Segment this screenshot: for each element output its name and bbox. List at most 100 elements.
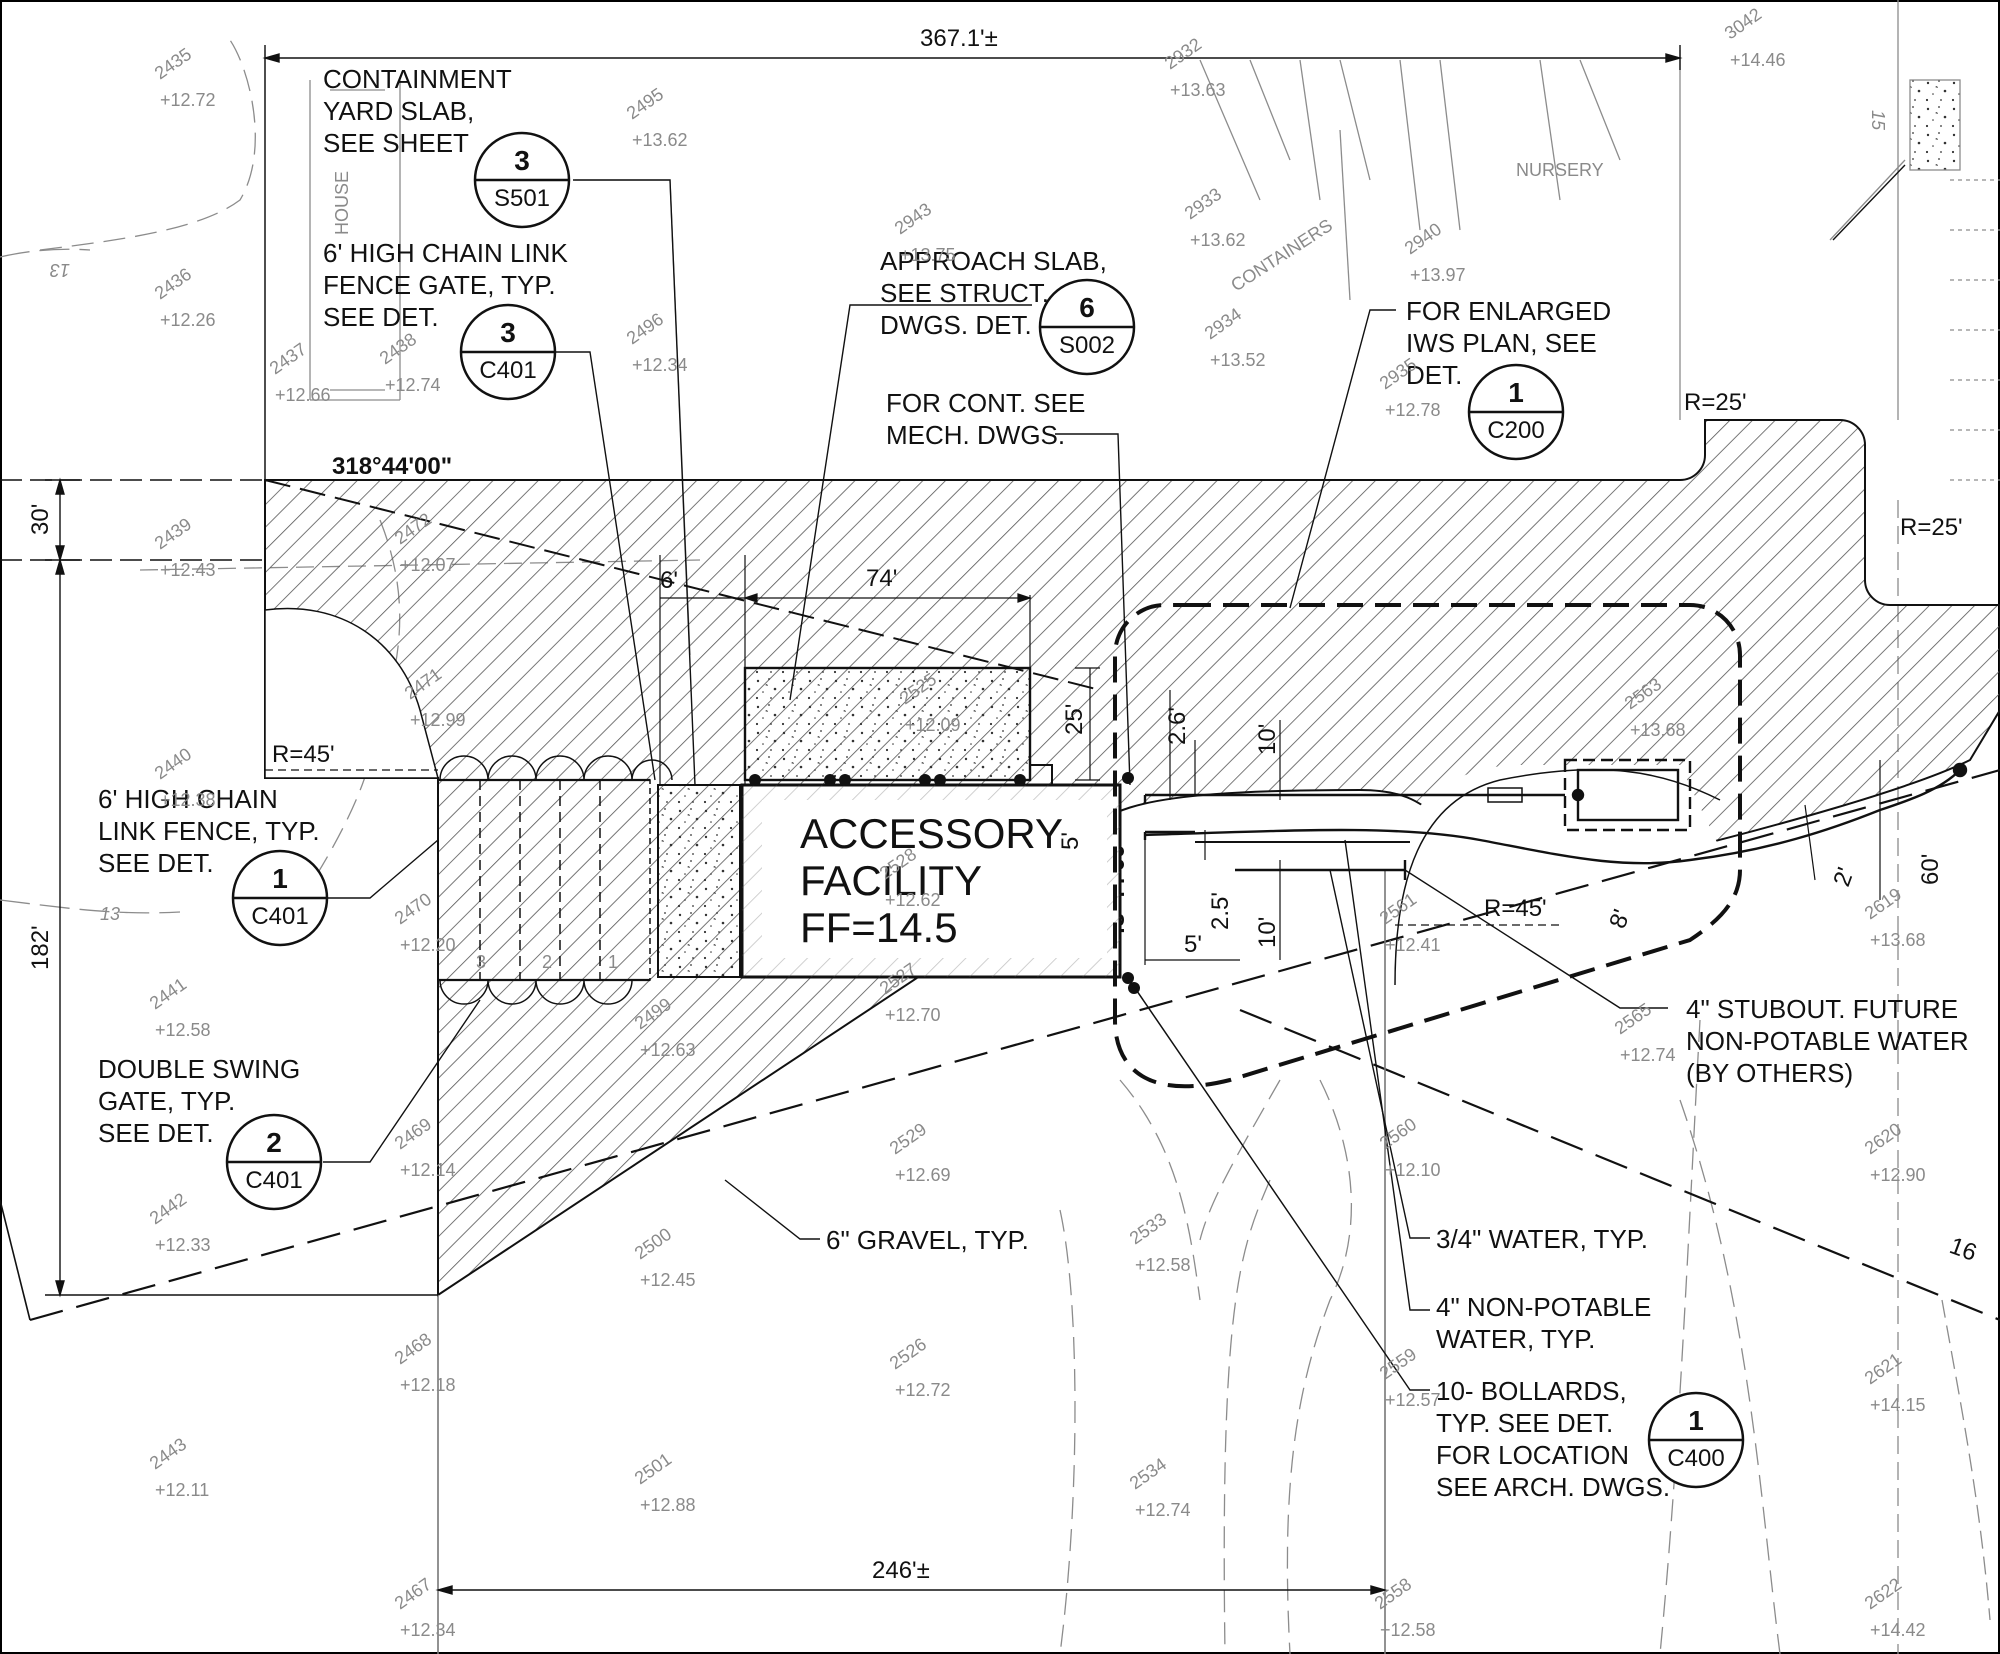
survey-point-elev: +13.62 [1190,230,1246,250]
survey-point: 2501+12.88 [631,1449,696,1515]
survey-point-elev: +12.90 [1870,1165,1926,1185]
survey-point-elev: +12.34 [632,355,688,375]
survey-point-id: 2534 [1126,1454,1170,1493]
callout-double-gate: DOUBLE SWING GATE, TYP. SEE DET. 2 C401 [98,1054,323,1211]
survey-point-elev: +12.33 [155,1235,211,1255]
survey-point-id: 2469 [391,1114,435,1153]
nursery-label: NURSERY [1516,160,1604,180]
survey-point: 3042+14.46 [1721,4,1786,70]
survey-point-elev: +13.68 [1870,930,1926,950]
iws-line3: DET. [1406,360,1462,390]
dim-2-label: 2' [1828,864,1860,890]
survey-point-id: 2943 [891,199,935,238]
survey-point: 2500+12.45 [631,1224,696,1290]
dim-2-5-label: 2.5' [1207,892,1234,930]
iws-ref-sheet: C200 [1487,417,1544,444]
non-potable-line1: 4" NON-POTABLE [1436,1292,1651,1322]
survey-point-elev: +12.43 [160,560,216,580]
survey-point: 2496 +12.34 [623,309,688,375]
survey-point-elev: +13.97 [1410,265,1466,285]
mech-line1: FOR CONT. SEE [886,388,1085,418]
callout-gravel: 6" GRAVEL, TYP. [826,1225,1029,1255]
double-gate-line1: DOUBLE SWING [98,1054,300,1084]
survey-point-elev: +12.62 [885,890,941,910]
dim-10b-label: 10' [1254,917,1281,948]
dim-5b-label: 5' [1184,931,1202,958]
bollards-line2: TYP. SEE DET. [1436,1408,1613,1438]
survey-point-elev: +13.75 [900,245,956,265]
chain-link-line1: 6' HIGH CHAIN [98,784,278,814]
survey-point-id: 2934 [1201,304,1245,343]
dim-74-label: 74' [866,565,897,592]
building-name-line2: FACILITY [800,857,982,904]
survey-point-elev: +13.68 [1630,720,1686,740]
survey-point: 2934+13.52 [1201,304,1266,370]
dim-10a-label: 10' [1254,724,1281,755]
survey-point-elev: +12.38 [160,790,216,810]
survey-point-elev: +12.99 [410,710,466,730]
gravel-area [264,419,2000,1297]
survey-point-id: 2438 [376,329,420,368]
dim-30-label: 30' [27,504,54,535]
approach-slab-ref-num: 6 [1079,292,1095,323]
survey-point-id: 2441 [146,974,190,1013]
survey-point-elev: +12.66 [275,385,331,405]
survey-point: 2620+12.90 [1861,1119,1926,1185]
survey-point-id: 2940 [1401,219,1445,258]
double-gate-line2: GATE, TYP. [98,1086,235,1116]
survey-point-id: 2529 [886,1119,930,1158]
dim-top [262,45,1683,480]
survey-point: 2440+12.38 [151,744,216,810]
double-gate-ref-sheet: C401 [245,1167,302,1194]
survey-point-elev: +14.46 [1730,50,1786,70]
approach-slab-line2: SEE STRUCT. [880,278,1049,308]
callout-leaders [320,164,1906,1391]
survey-point: 2442+12.33 [146,1189,211,1255]
survey-point-id: 2496 [623,309,667,348]
survey-point-elev: +12.69 [895,1165,951,1185]
survey-point: 2495+13.62 [623,84,688,150]
radius-25-right: R=25' [1900,514,1963,541]
survey-point-elev: +12.58 [1135,1255,1191,1275]
bollards-line1: 10- BOLLARDS, [1436,1376,1627,1406]
survey-point-id: 2468 [391,1329,435,1368]
callout-enlarged-iws: FOR ENLARGED IWS PLAN, SEE DET. 1 C200 [1406,296,1611,461]
dim-25-label: 25' [1061,704,1088,735]
screenhouse-label: HOUSE [332,171,352,235]
survey-point-elev: +12.18 [400,1375,456,1395]
survey-point-elev: +12.78 [1385,400,1441,420]
survey-point: 2932+13.63 [1161,34,1226,100]
contour-13-a: 13 [50,260,70,280]
iws-plan-boundary [1113,603,1742,1089]
bollards-ref-sheet: C400 [1667,1445,1724,1472]
dim-60-label: 60' [1917,854,1944,885]
chain-link-line2: LINK FENCE, TYP. [98,816,320,846]
survey-point-elev: +12.14 [400,1160,456,1180]
stubout-line2: NON-POTABLE WATER [1686,1026,1969,1056]
survey-point-elev: +12.72 [160,90,216,110]
survey-point-id: 2560 [1376,1114,1420,1153]
survey-point-elev: +13.62 [632,130,688,150]
containment-line1: CONTAINMENT [323,64,512,94]
chain-link-ref-num: 1 [272,863,288,894]
survey-point-elev: +12.63 [640,1040,696,1060]
callout-stubout: 4" STUBOUT. FUTURE NON-POTABLE WATER (BY… [1686,994,1969,1088]
survey-point: 2441+12.58 [146,974,211,1040]
dim-2-6-label: 2.6' [1164,707,1191,745]
survey-point-id: 2470 [391,889,435,928]
bollards-line4: SEE ARCH. DWGS. [1436,1472,1670,1502]
approach-slab-line3: DWGS. DET. [880,310,1032,340]
fence-gate-line1: 6' HIGH CHAIN LINK [323,238,568,268]
approach-slab-line1: APPROACH SLAB, [880,246,1107,276]
radius-45-right: R=45' [1484,895,1547,922]
dim-5a-label: 5' [1057,832,1084,850]
containment-line3: SEE SHEET [323,128,469,158]
survey-point: 2621+14.15 [1861,1349,1926,1415]
approach-slab-ref-sheet: S002 [1059,332,1115,359]
radius-45-left: R=45' [272,741,335,768]
containers-label: CONTAINERS [1227,215,1336,295]
dim-bottom [435,1585,1388,1595]
survey-point: 2534+12.74 [1126,1454,1191,1520]
